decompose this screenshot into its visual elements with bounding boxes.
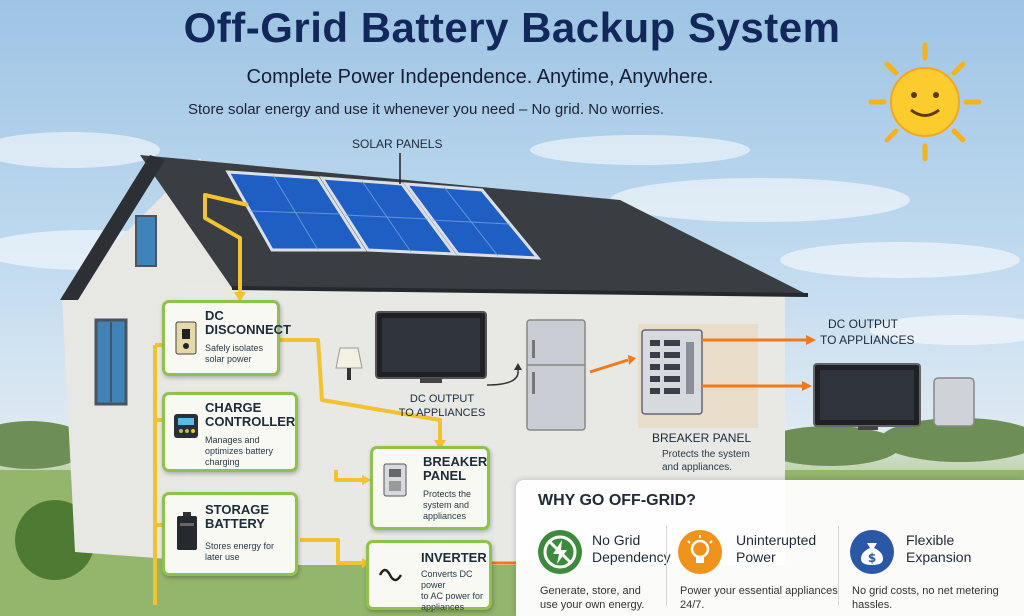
page-subtitle: Complete Power Independence. Anytime, An… [246, 66, 714, 88]
dc-output-inside-line-2: TO APPLIANCES [398, 407, 486, 419]
money-bag-icon: $ [850, 530, 894, 574]
charge-controller-desc: Manages and optimizes battery charging [205, 435, 273, 468]
sine-wave-icon [378, 568, 403, 582]
inverter-desc-line-3: appliances [421, 602, 465, 612]
breaker-panel-main-desc: Protects the system and appliances. [662, 448, 750, 474]
wiring [153, 193, 442, 605]
dc-disconnect-title: DC DISCONNECT [205, 309, 291, 337]
page-title: Off-Grid Battery Backup System [183, 4, 841, 51]
storage-battery-title-line-2: BATTERY [205, 516, 265, 531]
breaker-panel-desc-line-3: appliances [423, 511, 467, 521]
breaker-panel-title-line-2: PANEL [423, 468, 467, 483]
benefit-1-title-line-2: Dependency [592, 549, 671, 565]
charge-controller-title-line-2: CONTROLLER [205, 414, 296, 429]
lamp-icon [335, 347, 363, 380]
dc-output-outside-label: DC OUTPUT TO APPLIANCES [820, 316, 914, 348]
breaker-panel-card: BREAKER PANEL Protects the system and ap… [370, 446, 490, 530]
benefit-1-desc-line-1: Generate, store, and [540, 585, 641, 597]
charge-controller-card: CHARGE CONTROLLER Manages and optimizes … [162, 392, 298, 472]
benefit-2-title-line-2: Power [736, 549, 776, 565]
storage-battery-desc-line-2: later use [205, 552, 240, 562]
inverter-title: INVERTER [421, 550, 487, 565]
breaker-panel-desc-line-2: system and [423, 500, 470, 510]
fridge-icon [526, 319, 586, 431]
breaker-panel-main-title: BREAKER PANEL [652, 431, 752, 445]
charge-controller-desc-line-3: charging [205, 457, 240, 467]
benefit-2-title: Uninterupted Power [736, 532, 816, 566]
breaker-panel-desc: Protects the system and appliances [423, 489, 471, 522]
breaker-panel-title-line-1: BREAKER [423, 454, 488, 469]
charge-controller-desc-line-1: Manages and [205, 435, 260, 445]
benefit-3-title: Flexible Expansion [906, 532, 971, 566]
dc-disconnect-desc-line-1: Safely isolates [205, 343, 264, 353]
svg-text:$: $ [868, 551, 876, 565]
dc-disconnect-card: DC DISCONNECT Safely isolates solar powe… [162, 300, 291, 376]
why-off-grid-title: WHY GO OFF-GRID? [538, 492, 696, 509]
benefit-1-desc: Generate, store, and use your own energy… [540, 584, 644, 612]
controller-icon [174, 414, 198, 438]
benefit-3-desc-line-1: No grid costs, no net metering [852, 585, 999, 597]
benefit-3-desc: No grid costs, no net metering hassles. [852, 584, 999, 612]
benefit-divider-1 [666, 526, 667, 606]
benefit-2-title-line-1: Uninterupted [736, 532, 817, 548]
inverter-desc-line-2: to AC power for [421, 591, 484, 601]
lightbulb-icon [678, 530, 722, 574]
outside-tv-icon [813, 363, 921, 430]
benefit-2-desc: Power your essential appliances 24/7. [680, 584, 838, 612]
dc-output-outside-line-2: TO APPLIANCES [820, 333, 915, 347]
benefit-2-desc-line-1: Power your essential appliances [680, 585, 838, 597]
solar-panels-label: SOLAR PANELS [352, 137, 443, 151]
charge-controller-desc-line-2: optimizes battery [205, 446, 274, 456]
inverter-desc-line-1: Converts DC power [421, 569, 473, 590]
breaker-icon [383, 463, 407, 497]
benefit-1-title-line-1: No Grid [592, 532, 641, 548]
breaker-panel-title: BREAKER PANEL [423, 455, 487, 483]
charge-controller-title: CHARGE CONTROLLER [205, 401, 295, 429]
dc-disconnect-desc: Safely isolates solar power [205, 343, 263, 365]
sun-icon [868, 42, 982, 162]
dc-disconnect-title-line-2: DISCONNECT [205, 322, 291, 337]
dc-disconnect-title-line-1: DC [205, 308, 224, 323]
distant-trees [0, 418, 1024, 469]
battery-icon [177, 512, 197, 550]
benefit-3-title-line-1: Flexible [906, 532, 955, 548]
breaker-panel-main-desc-line-1: Protects the system [662, 449, 750, 460]
storage-battery-title-line-1: STORAGE [205, 502, 270, 517]
dc-disconnect-desc-line-2: solar power [205, 354, 252, 364]
breaker-panel-main-desc-line-2: and appliances. [662, 462, 733, 473]
benefit-3-desc-line-2: hassles. [852, 599, 893, 611]
lightning-slash-icon [538, 530, 582, 574]
benefit-3-title-line-2: Expansion [906, 549, 972, 565]
solar-panels [225, 170, 542, 260]
dc-output-inside-line-1: DC OUTPUT [409, 393, 475, 405]
storage-battery-desc-line-1: Stores energy for [205, 541, 275, 551]
storage-battery-card: STORAGE BATTERY Stores energy for later … [162, 492, 298, 576]
outside-device-icon [933, 377, 975, 427]
inverter-desc: Converts DC power to AC power for applia… [421, 569, 489, 613]
storage-battery-desc: Stores energy for later use [205, 541, 274, 563]
inverter-card: INVERTER Converts DC power to AC power f… [366, 540, 492, 613]
why-off-grid-panel: WHY GO OFF-GRID? No Grid Dependency Gene… [516, 480, 1024, 616]
page-tagline: Store solar energy and use it whenever y… [188, 101, 665, 118]
dc-output-outside-line-1: DC OUTPUT [828, 317, 898, 331]
dc-output-inside-label: DC OUTPUT TO APPLIANCES [387, 392, 497, 420]
charge-controller-title-line-1: CHARGE [205, 400, 262, 415]
benefit-2-desc-line-2: 24/7. [680, 599, 705, 611]
breaker-panel-desc-line-1: Protects the [423, 489, 472, 499]
switch-icon [175, 321, 197, 355]
benefit-divider-2 [838, 526, 839, 606]
storage-battery-title: STORAGE BATTERY [205, 503, 269, 531]
benefit-1-title: No Grid Dependency [592, 532, 671, 566]
tv-icon [375, 311, 487, 383]
benefit-1-desc-line-2: use your own energy. [540, 599, 645, 611]
